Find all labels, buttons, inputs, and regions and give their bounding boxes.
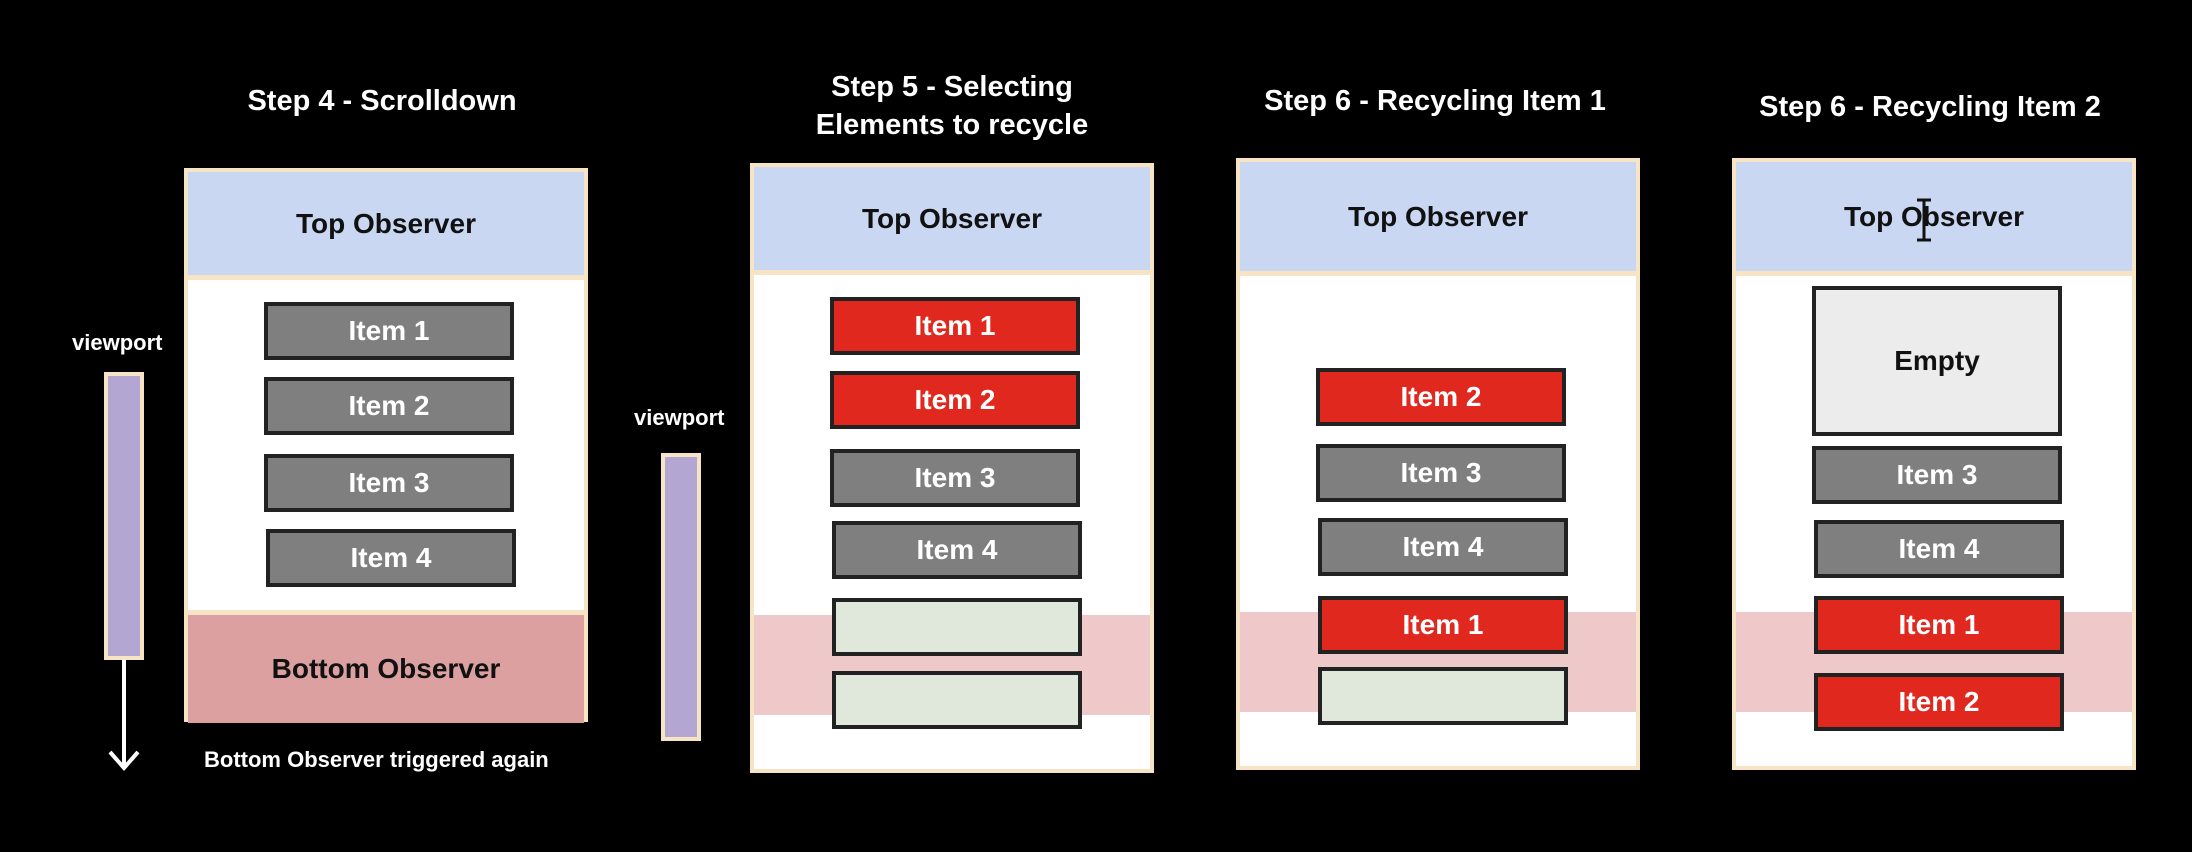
top-observer: Top Observer	[188, 172, 584, 280]
list-item: Item 3	[1316, 444, 1566, 502]
panel-step6b: Top Observer Empty Item 3 Item 4 Item 1 …	[1732, 158, 2136, 770]
panel-step4: Top Observer Item 1 Item 2 Item 3 Item 4…	[184, 168, 588, 723]
text-cursor-icon	[1917, 198, 1931, 242]
scroll-down-arrow-icon	[108, 660, 140, 772]
top-observer: Top Observer	[1240, 162, 1636, 276]
top-observer: Top Observer	[1736, 162, 2132, 276]
placeholder-slot	[832, 671, 1082, 729]
step5-title-line1: Step 5 - Selecting	[831, 71, 1073, 103]
viewport-label-step4: viewport	[72, 330, 163, 355]
placeholder-slot	[1318, 667, 1568, 725]
list-item: Item 2	[1316, 368, 1566, 426]
list-item: Item 4	[266, 529, 516, 587]
bottom-observer: Bottom Observer	[188, 610, 584, 723]
list-item: Item 4	[1318, 518, 1568, 576]
viewport-label-step5: viewport	[634, 405, 725, 430]
panel-step5: Top Observer Item 1 Item 2 Item 3 Item 4	[750, 163, 1154, 773]
list-item: Item 2	[830, 371, 1080, 429]
list-item: Item 3	[1812, 446, 2062, 504]
step6b-title: Step 6 - Recycling Item 2	[1759, 91, 2101, 123]
step5-title-line2: Elements to recycle	[815, 109, 1089, 141]
placeholder-slot	[832, 598, 1082, 656]
step4-title: Step 4 - Scrolldown	[247, 85, 517, 117]
list-item: Item 2	[264, 377, 514, 435]
list-item: Item 4	[832, 521, 1082, 579]
top-observer: Top Observer	[754, 167, 1150, 275]
list-item: Item 1	[1814, 596, 2064, 654]
list-item: Item 1	[830, 297, 1080, 355]
viewport-bar-step4	[104, 372, 144, 660]
list-item: Item 2	[1814, 673, 2064, 731]
list-item: Item 1	[1318, 596, 1568, 654]
empty-slot: Empty	[1812, 286, 2062, 436]
list-item: Item 3	[264, 454, 514, 512]
list-item: Item 4	[1814, 520, 2064, 578]
viewport-bar-step5	[661, 453, 701, 741]
panel-step6a: Top Observer Item 2 Item 3 Item 4 Item 1	[1236, 158, 1640, 770]
step6a-title: Step 6 - Recycling Item 1	[1264, 85, 1606, 117]
bottom-observer-caption: Bottom Observer triggered again	[204, 747, 549, 772]
list-item: Item 1	[264, 302, 514, 360]
list-item: Item 3	[830, 449, 1080, 507]
